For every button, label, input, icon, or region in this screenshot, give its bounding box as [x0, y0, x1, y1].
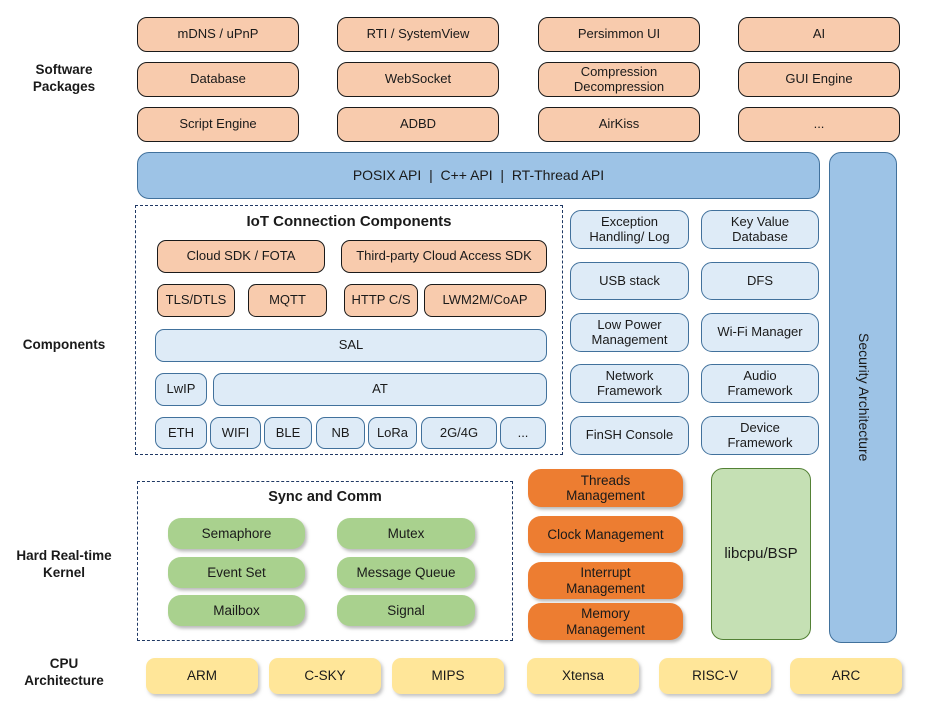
component-mqtt: MQTT [248, 284, 327, 317]
package-database: Database [137, 62, 299, 97]
component-lwip: LwIP [155, 373, 207, 406]
kernel-message-queue: Message Queue [337, 557, 475, 588]
iot-components-box [135, 205, 563, 455]
kernel-mailbox: Mailbox [168, 595, 305, 626]
package-gui-engine: GUI Engine [738, 62, 900, 97]
package-ai: AI [738, 17, 900, 52]
cpu-arm: ARM [146, 658, 258, 694]
kernel-threads-management: Threads Management [528, 469, 683, 507]
kernel-interrupt-management: Interrupt Management [528, 562, 683, 599]
package-websocket: WebSocket [337, 62, 499, 97]
kernel-mutex: Mutex [337, 518, 475, 549]
kernel-libcpu-bsp: libcpu/BSP [711, 468, 811, 640]
component-tls-dtls: TLS/DTLS [157, 284, 235, 317]
side-label-software-packages: Software Packages [32, 62, 96, 94]
component-http-cs: HTTP C/S [344, 284, 418, 317]
side-label-kernel: Hard Real-time Kernel [16, 548, 112, 580]
link-nb: NB [316, 417, 365, 449]
security-architecture-bar: Security Architecture [829, 152, 897, 643]
kernel-memory-management: Memory Management [528, 603, 683, 640]
service-exception-log: Exception Handling/ Log [570, 210, 689, 249]
link-lora: LoRa [368, 417, 417, 449]
link-ble: BLE [264, 417, 312, 449]
package-rti-systemview: RTI / SystemView [337, 17, 499, 52]
package-script-engine: Script Engine [137, 107, 299, 142]
component-third-party-sdk: Third-party Cloud Access SDK [341, 240, 547, 273]
link-more: ... [500, 417, 546, 449]
kernel-event-set: Event Set [168, 557, 305, 588]
cpu-risc-v: RISC-V [659, 658, 771, 694]
service-dfs: DFS [701, 262, 819, 300]
link-wifi: WIFI [210, 417, 261, 449]
service-low-power: Low Power Management [570, 313, 689, 352]
cpu-arc: ARC [790, 658, 902, 694]
kernel-signal: Signal [337, 595, 475, 626]
package-mdns-upnp: mDNS / uPnP [137, 17, 299, 52]
component-at: AT [213, 373, 547, 406]
package-more: ... [738, 107, 900, 142]
package-persimmon-ui: Persimmon UI [538, 17, 700, 52]
side-label-cpu: CPU Architecture [24, 656, 104, 688]
link-eth: ETH [155, 417, 207, 449]
service-network-framework: Network Framework [570, 364, 689, 403]
cpu-xtensa: Xtensa [527, 658, 639, 694]
package-adbd: ADBD [337, 107, 499, 142]
api-bar: POSIX API | C++ API | RT-Thread API [137, 152, 820, 199]
component-cloud-sdk-fota: Cloud SDK / FOTA [157, 240, 325, 273]
package-compression: Compression Decompression [538, 62, 700, 97]
service-usb-stack: USB stack [570, 262, 689, 300]
sync-comm-title: Sync and Comm [268, 489, 382, 505]
service-wifi-manager: Wi-Fi Manager [701, 313, 819, 352]
service-audio-framework: Audio Framework [701, 364, 819, 403]
service-finsh-console: FinSH Console [570, 416, 689, 455]
side-label-components: Components [22, 337, 106, 352]
kernel-semaphore: Semaphore [168, 518, 305, 549]
iot-components-title: IoT Connection Components [246, 213, 452, 230]
kernel-clock-management: Clock Management [528, 516, 683, 553]
service-device-framework: Device Framework [701, 416, 819, 455]
link-2g4g: 2G/4G [421, 417, 497, 449]
component-lwm2m-coap: LWM2M/CoAP [424, 284, 546, 317]
package-airkiss: AirKiss [538, 107, 700, 142]
component-sal: SAL [155, 329, 547, 362]
cpu-c-sky: C-SKY [269, 658, 381, 694]
sync-comm-box [137, 481, 513, 641]
cpu-mips: MIPS [392, 658, 504, 694]
service-key-value-db: Key Value Database [701, 210, 819, 249]
